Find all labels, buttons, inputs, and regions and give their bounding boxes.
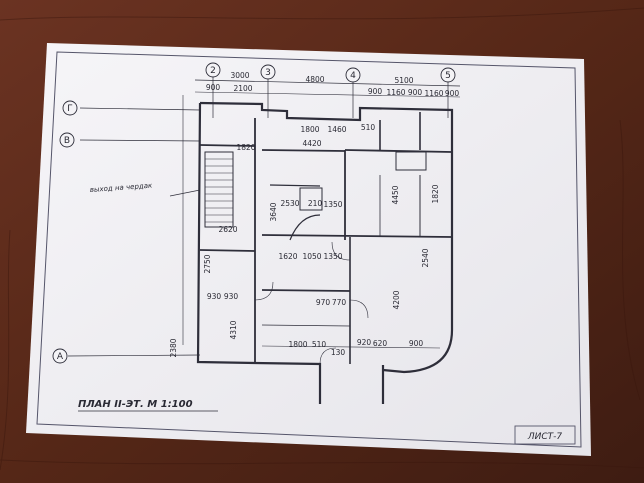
dim-upper-3: 4420: [302, 139, 321, 148]
dim-mid-1: 2620: [218, 225, 237, 234]
dim-low-6: 620: [373, 339, 388, 348]
axis-marker-v: В: [59, 132, 75, 148]
dim-low-10: 900: [409, 339, 424, 348]
axis-marker-5: 5: [440, 67, 456, 83]
sheet-number-box: [514, 425, 576, 445]
dim-mid-10: 1820: [431, 184, 440, 203]
dim-upper-1: 1800: [300, 125, 319, 134]
dim-mid-8: 2540: [421, 248, 430, 267]
axis-markers: 2 3 4 5 Г В А: [52, 62, 456, 364]
plan-title: ПЛАН II-ЭТ. М 1:100: [78, 399, 193, 410]
dim-mid-2: 1350: [323, 200, 342, 209]
dim-top-row2-4: 1160: [386, 88, 405, 97]
bath-box: [395, 151, 427, 171]
axis-marker-a: А: [52, 348, 68, 364]
dim-bay-2: 4800: [305, 75, 324, 84]
dim-low-3: 4310: [229, 320, 238, 339]
dim-mid-6: 2750: [203, 254, 212, 273]
bottom-dim-line: [261, 345, 441, 349]
outer-wall-curved: [382, 245, 454, 374]
axis-label-4: 4: [350, 71, 356, 81]
axis-line-v: [79, 139, 201, 142]
interior-wall-15: [261, 324, 351, 327]
stair-block: [204, 151, 234, 228]
dim-mid-4: 1050: [302, 252, 321, 261]
note-leader: [169, 189, 201, 197]
dim-low-9: 2380: [169, 338, 178, 357]
dim-low-11: 970: [316, 298, 331, 307]
dim-top-row2-2: 2100: [233, 84, 252, 93]
door-swing-2: [331, 241, 351, 261]
floor-plan-drawing: [67, 72, 461, 404]
axis-label-5: 5: [445, 71, 451, 81]
outer-wall-left: [196, 102, 256, 365]
dim-upper-6: 2530: [280, 199, 299, 208]
dim-top-row2-6: 1160: [424, 89, 443, 98]
paper-sheet: [26, 43, 591, 456]
dim-upper-2: 1460: [327, 125, 346, 134]
stair-treads: [205, 158, 233, 223]
door-swing-4: [319, 347, 337, 365]
axis-line-a: [67, 354, 201, 357]
lower-dimensions: 930 930 4310 1800 510 620 920 4200 2380 …: [169, 290, 423, 357]
dim-mid-9: 3640: [269, 202, 278, 221]
dim-low-1: 930: [207, 292, 222, 301]
dim-top-row2-3: 900: [368, 87, 383, 96]
outer-wall-top: [199, 101, 454, 245]
dim-upper-4: 510: [361, 123, 376, 132]
sheet-frame: [36, 51, 582, 448]
dim-mid-7: 4450: [391, 185, 400, 204]
dim-upper-5: 1820: [236, 143, 255, 152]
dim-low-7: 920: [357, 338, 372, 347]
axis-label-2: 2: [210, 66, 216, 76]
curved-partition: [289, 214, 321, 241]
dim-low-8: 4200: [392, 290, 401, 309]
interior-wall-2: [199, 249, 256, 252]
dim-low-5: 510: [312, 340, 327, 349]
shaft-box: [299, 187, 323, 211]
axis-marker-g: Г: [62, 100, 78, 116]
dim-mid-3: 1620: [278, 252, 297, 261]
top-dimensions: 3000 4800 5100 900 2100 900 1160 900 116…: [206, 71, 460, 98]
sheet-number: ЛИСТ-7: [527, 432, 563, 442]
dim-top-row2-7: 900: [445, 89, 460, 98]
axis-label-v: В: [64, 136, 70, 146]
door-swing-3: [349, 299, 369, 319]
dim-mid-5: 1350: [323, 252, 342, 261]
dim-low-2: 930: [224, 292, 239, 301]
interior-wall-3: [199, 144, 256, 147]
dim-low-4: 1800: [288, 340, 307, 349]
top-dim-line-2: [194, 91, 461, 98]
wood-grain: [0, 7, 644, 471]
middle-dimensions: 2620 1350 1620 1050 1350 2750 4450 2540 …: [203, 184, 440, 273]
top-dim-line: [194, 79, 461, 87]
upper-dimensions: 1800 1460 4420 510 1820 2530 210: [236, 123, 375, 208]
dim-low-12: 130: [331, 348, 346, 357]
interior-wall-6: [344, 149, 453, 153]
axis-label-3: 3: [265, 68, 271, 78]
door-swing-1: [254, 281, 274, 301]
axis-marker-3: 3: [260, 64, 276, 80]
dim-top-row2-5: 900: [408, 88, 423, 97]
axis-marker-4: 4: [345, 67, 361, 83]
dim-low-13: 770: [332, 298, 347, 307]
dim-bay-1: 3000: [230, 71, 249, 80]
interior-wall-10: [261, 289, 351, 292]
axis-label-a: А: [57, 352, 64, 362]
dim-upper-7: 210: [308, 199, 323, 208]
axis-marker-2: 2: [205, 62, 221, 78]
axis-line-g: [79, 107, 201, 111]
interior-wall-12: [269, 184, 321, 187]
axis-label-g: Г: [67, 104, 73, 114]
dim-top-row2-1: 900: [206, 83, 221, 92]
dim-bay-3: 5100: [394, 76, 413, 85]
interior-wall-4: [261, 149, 346, 152]
